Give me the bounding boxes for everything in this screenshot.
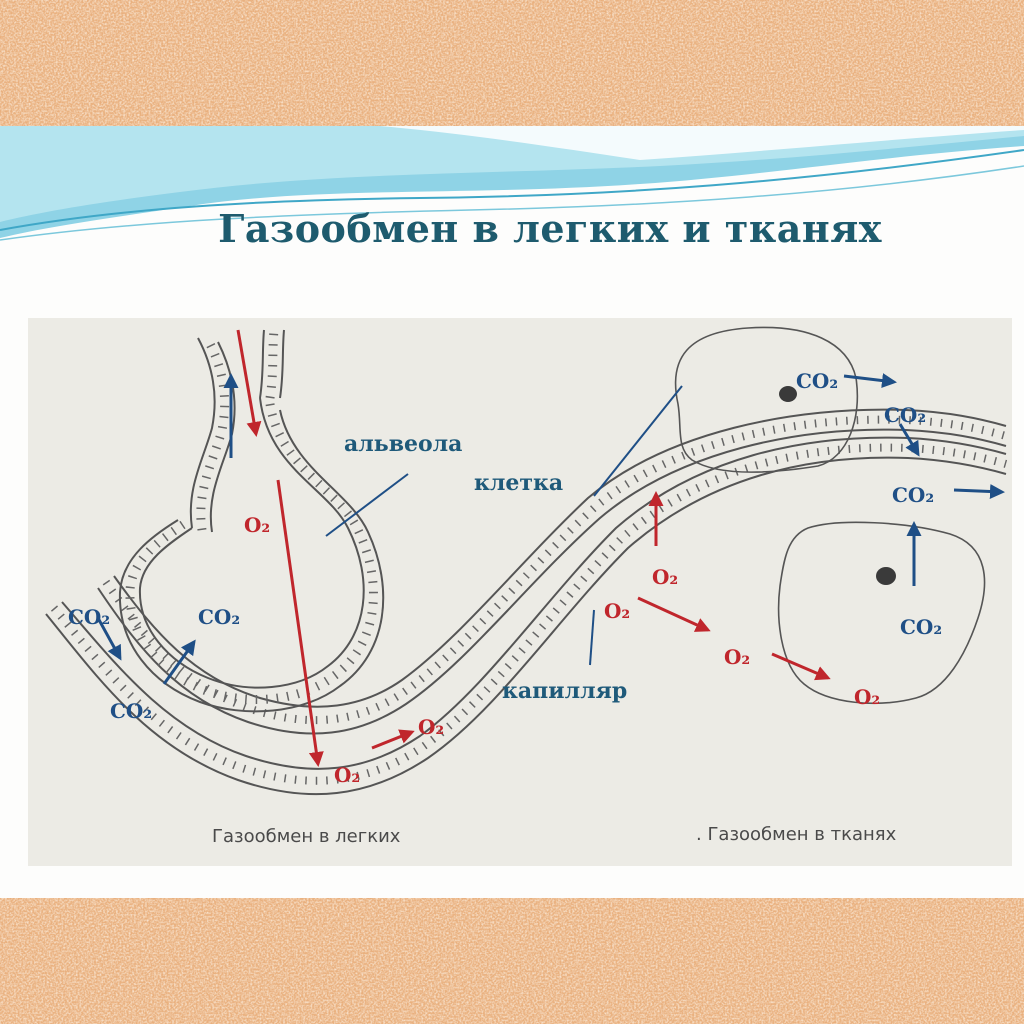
cell-nucleus: [779, 386, 797, 402]
co2-label: CO₂: [796, 369, 838, 393]
capillary-leader-line: [589, 609, 595, 666]
slide-title: Газообмен в легких и тканях: [218, 206, 882, 251]
co2-label: CO₂: [900, 615, 942, 639]
diagram-panel: клетка альвеола капилляр CO₂ CO₂ CO₂ O₂ …: [28, 318, 1012, 866]
slide: Газообмен в легких и тканях: [0, 126, 1024, 898]
co2-label: CO₂: [884, 403, 926, 427]
gas-exchange-diagram: клетка альвеола капилляр CO₂ CO₂ CO₂ O₂ …: [45, 326, 1008, 847]
o2-label: O₂: [854, 685, 880, 709]
o2-label: O₂: [652, 565, 678, 589]
o2-arrow-to-lower-cell: [771, 652, 831, 681]
o2-label: O₂: [334, 763, 360, 787]
o2-arrow-to-tissue: [637, 596, 711, 632]
tissue-cell-upper: [674, 326, 859, 473]
co2-arrow-into-capillary: [96, 617, 122, 661]
co2-arrow-diagonal: [162, 639, 196, 685]
o2-arrow-inhaled: [236, 329, 262, 437]
alveolus-label: альвеола: [344, 431, 462, 457]
co2-label: CO₂: [198, 605, 240, 629]
capillary-label: капилляр: [502, 678, 627, 704]
wave-header-decoration: [0, 126, 1024, 241]
co2-arrow-into-vessel: [898, 423, 920, 457]
tissues-caption: . Газообмен в тканях: [696, 824, 897, 845]
co2-label: CO₂: [110, 699, 152, 723]
tissue-cell-lower: [777, 521, 986, 705]
o2-label: O₂: [418, 715, 444, 739]
cell-nucleus: [876, 567, 896, 585]
lungs-caption: Газообмен в легких: [212, 826, 401, 847]
capillary-vessel: [45, 408, 1008, 796]
o2-label: O₂: [604, 599, 630, 623]
cell-label: клетка: [474, 470, 563, 496]
cell-leader-line: [593, 385, 683, 497]
alveolus-leader-line: [325, 473, 409, 537]
co2-label: CO₂: [892, 483, 934, 507]
co2-arrow-from-cell: [843, 373, 897, 389]
co2-arrow-out: [953, 484, 1005, 499]
o2-label: O₂: [244, 513, 270, 537]
o2-arrow-into-blood: [276, 479, 324, 767]
o2-label: O₂: [724, 645, 750, 669]
o2-arrow-along-capillary: [371, 729, 415, 750]
co2-label: CO₂: [68, 605, 110, 629]
